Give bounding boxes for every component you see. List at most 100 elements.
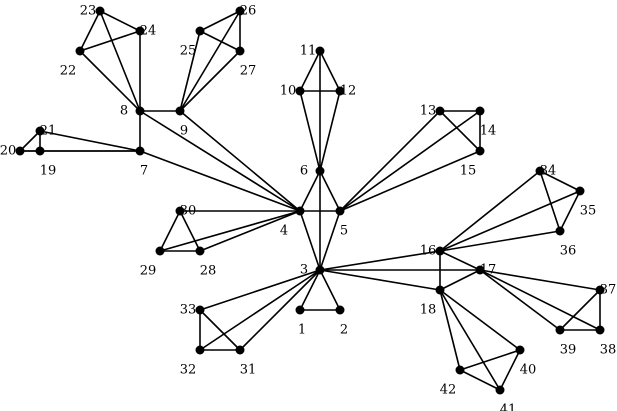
node-label-19: 19 <box>40 164 57 179</box>
node-label-31: 31 <box>240 363 257 378</box>
edge-8-22 <box>79 50 141 112</box>
edge-11-12 <box>319 50 341 92</box>
edge-23-24 <box>99 10 141 32</box>
node-label-15: 15 <box>460 164 477 179</box>
edge-3-18 <box>319 269 441 291</box>
edge-41-42 <box>459 369 501 391</box>
node-label-17: 17 <box>480 263 497 278</box>
edge-22-23 <box>79 10 101 52</box>
node-label-2: 2 <box>340 323 348 338</box>
edge-18-41 <box>439 289 501 391</box>
edge-6-12 <box>319 90 341 172</box>
edge-8-23 <box>99 10 141 112</box>
edge-40-42 <box>459 349 521 371</box>
node-29 <box>155 246 165 256</box>
node-32 <box>195 345 205 355</box>
edge-28-30 <box>179 210 201 252</box>
node-16 <box>435 246 445 256</box>
edge-1-3 <box>299 269 321 311</box>
edge-3-4 <box>299 210 321 271</box>
node-41 <box>495 385 505 395</box>
node-13 <box>435 106 445 116</box>
edge-7-21 <box>39 130 141 152</box>
edge-25-27 <box>199 30 241 52</box>
node-39 <box>555 325 565 335</box>
node-label-18: 18 <box>420 303 437 318</box>
edge-17-37 <box>479 269 601 291</box>
nodes <box>15 6 605 395</box>
node-33 <box>195 305 205 315</box>
node-23 <box>95 6 105 16</box>
node-label-28: 28 <box>200 264 217 279</box>
node-10 <box>295 86 305 96</box>
node-label-27: 27 <box>240 64 257 79</box>
node-9 <box>175 106 185 116</box>
node-2 <box>335 305 345 315</box>
edge-10-11 <box>299 50 321 92</box>
edge-17-39 <box>479 269 561 331</box>
node-label-35: 35 <box>580 204 597 219</box>
node-label-41: 41 <box>500 403 517 411</box>
edge-6-10 <box>299 90 321 172</box>
node-19 <box>35 146 45 156</box>
node-label-4: 4 <box>280 224 288 239</box>
edge-4-7 <box>139 150 301 212</box>
node-label-33: 33 <box>180 303 197 318</box>
node-11 <box>315 46 325 56</box>
node-36 <box>555 226 565 236</box>
edge-4-8 <box>139 110 301 212</box>
node-label-20: 20 <box>0 144 16 159</box>
edge-4-28 <box>199 210 301 252</box>
edge-2-3 <box>319 269 341 311</box>
edge-34-35 <box>539 170 581 192</box>
edge-18-40 <box>439 289 521 351</box>
node-31 <box>235 345 245 355</box>
edge-25-26 <box>199 10 241 32</box>
node-label-6: 6 <box>300 164 308 179</box>
node-label-42: 42 <box>440 383 457 398</box>
node-label-26: 26 <box>240 4 257 19</box>
node-label-11: 11 <box>300 44 317 59</box>
node-label-24: 24 <box>140 24 157 39</box>
node-label-1: 1 <box>298 323 306 338</box>
node-label-8: 8 <box>120 104 128 119</box>
node-label-10: 10 <box>280 84 297 99</box>
edge-4-29 <box>159 210 301 252</box>
edge-9-25 <box>179 30 201 112</box>
node-label-39: 39 <box>560 343 577 358</box>
node-label-22: 22 <box>60 64 77 79</box>
node-28 <box>195 246 205 256</box>
node-7 <box>135 146 145 156</box>
node-21 <box>35 126 45 136</box>
node-label-3: 3 <box>300 263 308 278</box>
edge-16-36 <box>439 230 561 252</box>
edge-37-39 <box>559 289 601 331</box>
edge-40-41 <box>499 349 521 391</box>
node-label-36: 36 <box>560 244 577 259</box>
edge-5-14 <box>339 110 481 212</box>
node-25 <box>195 26 205 36</box>
edge-16-17 <box>439 250 481 271</box>
edge-31-33 <box>199 309 241 351</box>
edge-9-26 <box>179 10 241 112</box>
edge-13-15 <box>439 110 481 152</box>
node-6 <box>315 166 325 176</box>
node-label-40: 40 <box>520 363 537 378</box>
node-37 <box>595 285 605 295</box>
edge-16-34 <box>439 170 541 252</box>
node-label-13: 13 <box>420 104 437 119</box>
node-42 <box>455 365 465 375</box>
node-label-7: 7 <box>140 164 148 179</box>
edge-18-42 <box>439 289 461 371</box>
node-20 <box>15 146 25 156</box>
edge-17-38 <box>479 269 601 331</box>
edge-3-32 <box>199 269 321 351</box>
edge-9-27 <box>179 50 241 112</box>
node-30 <box>175 206 185 216</box>
node-26 <box>235 6 245 16</box>
edge-3-16 <box>319 250 441 271</box>
node-3 <box>315 265 325 275</box>
edge-4-9 <box>179 110 301 212</box>
edge-5-13 <box>339 110 441 212</box>
